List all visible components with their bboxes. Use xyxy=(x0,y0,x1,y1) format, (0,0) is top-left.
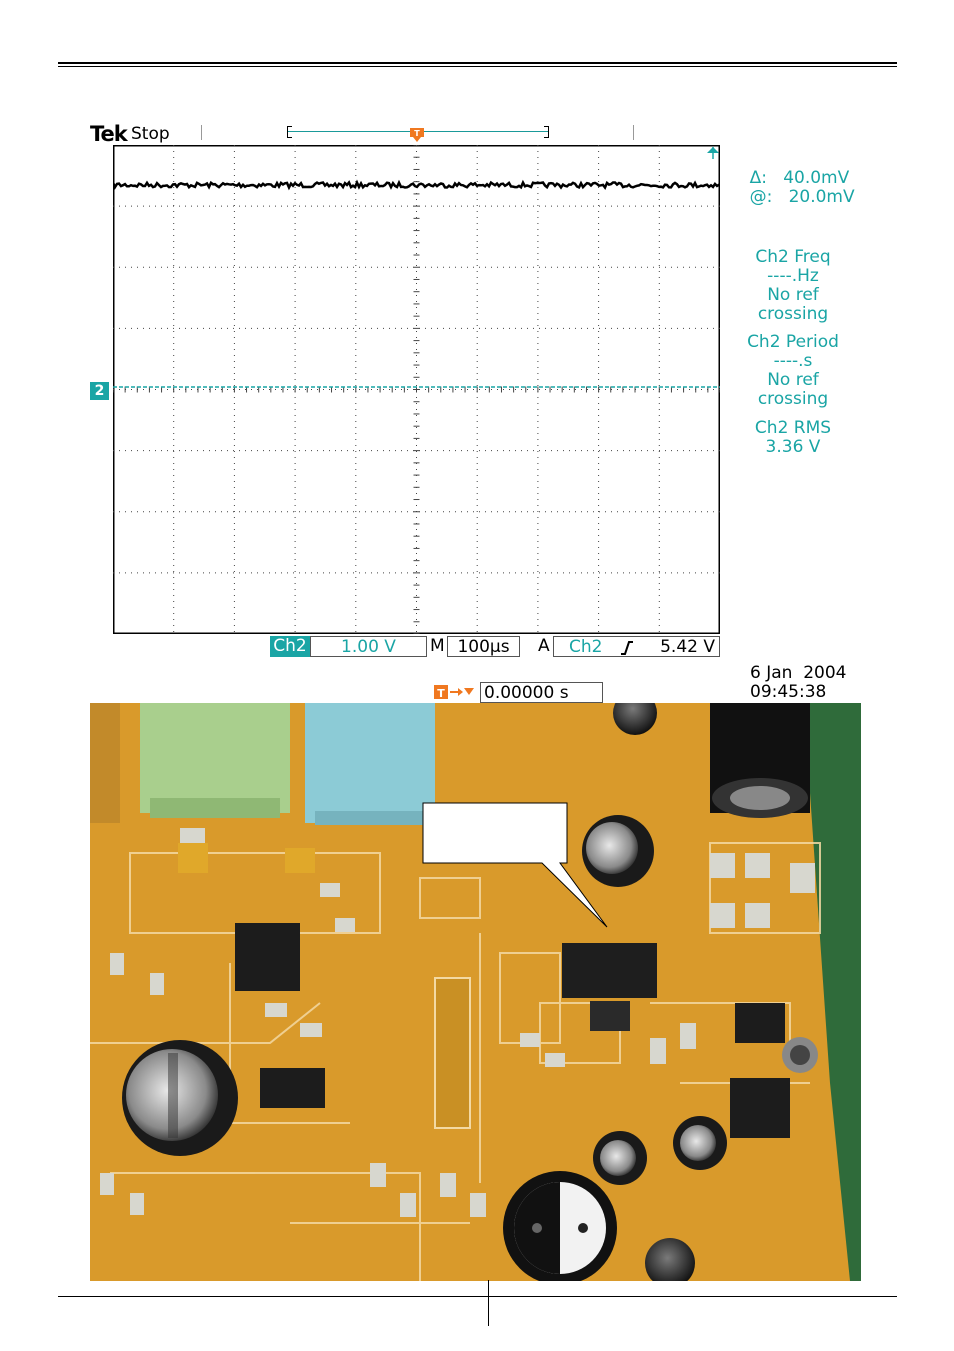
time-per-div: 100µs xyxy=(447,636,520,657)
divider-tick xyxy=(633,125,634,140)
measurement-freq: Ch2 Freq ----.Hz No ref crossing xyxy=(728,248,858,324)
trigger-level: 5.42 V xyxy=(660,637,715,657)
measurement-rms: Ch2 RMS 3.36 V xyxy=(728,419,858,457)
capture-time: 09:45:38 xyxy=(750,682,827,702)
trigger-settings: Ch2 5.42 V xyxy=(553,636,720,657)
measurement-value: 3.36 V xyxy=(765,437,821,457)
at-readout: @: 20.0mV xyxy=(728,169,855,226)
footer-rule xyxy=(58,1296,897,1297)
svg-text:T: T xyxy=(414,129,420,138)
timebase-label: M xyxy=(430,636,445,656)
brand-logo: Tek xyxy=(90,122,128,146)
channel-2-marker: 2 xyxy=(90,382,109,400)
volts-per-div: 1.00 V xyxy=(310,636,427,657)
trigger-position-readout: 0.00000 s xyxy=(480,682,603,703)
measurement-period: Ch2 Period ----.s No ref crossing xyxy=(728,333,858,409)
divider-tick xyxy=(201,125,202,140)
measurement-note: No ref xyxy=(767,370,819,390)
delta-value: 40.0mV xyxy=(783,168,850,188)
waveform-display xyxy=(113,145,720,634)
oscilloscope-screenshot: Tek Stop T T 2 Δ: 40.0mV @: 20.0mV Ch2 F… xyxy=(88,118,863,703)
circuit-board-photo xyxy=(90,703,861,1281)
measurement-note: crossing xyxy=(757,304,829,324)
trigger-to-reference-icon: T xyxy=(434,685,474,700)
trigger-mode-label: A xyxy=(538,636,550,656)
rising-edge-icon xyxy=(621,641,633,655)
delta-readout: Δ: 40.0mV xyxy=(728,150,850,207)
at-label: @: xyxy=(749,187,773,207)
measurement-note: crossing xyxy=(757,389,829,409)
at-value: 20.0mV xyxy=(788,187,855,207)
footer-divider xyxy=(488,1280,489,1326)
measurement-title: Ch2 Freq xyxy=(755,247,831,267)
trigger-position-icon: T xyxy=(410,128,424,142)
measurement-value: ----.s xyxy=(773,351,813,371)
header-rule xyxy=(58,62,897,67)
measurement-title: Ch2 Period xyxy=(747,332,839,352)
measurement-note: No ref xyxy=(767,285,819,305)
channel-label: Ch2 xyxy=(270,636,310,657)
measurement-title: Ch2 RMS xyxy=(754,418,832,438)
capture-date: 6 Jan 2004 xyxy=(750,663,847,683)
trigger-source: Ch2 xyxy=(569,637,603,657)
svg-text:T: T xyxy=(437,687,445,700)
delta-label: Δ: xyxy=(749,168,767,188)
acquisition-status: Stop xyxy=(131,124,170,144)
measurement-value: ----.Hz xyxy=(767,266,819,286)
callout-bubble xyxy=(422,802,608,928)
